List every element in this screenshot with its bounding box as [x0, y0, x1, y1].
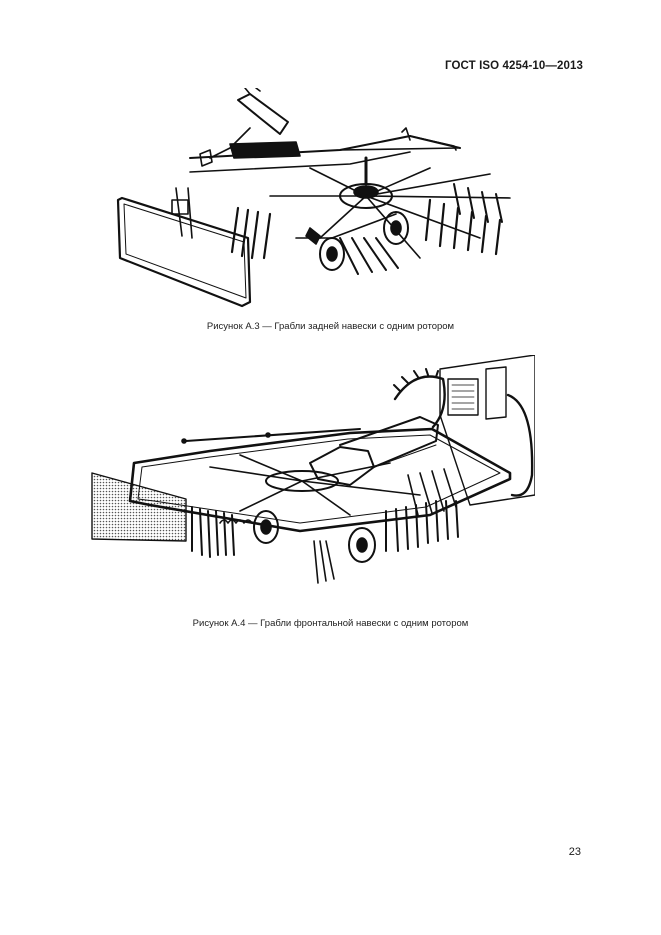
document-header: ГОСТ ISO 4254-10—2013 — [445, 60, 583, 72]
figure-a3-illustration — [110, 88, 530, 313]
figure-a3-caption: Рисунок А.3 — Грабли задней навески с од… — [206, 321, 455, 332]
page-number: 23 — [568, 846, 581, 858]
figure-a4-illustration — [90, 355, 535, 595]
figure-a4-caption: Рисунок А.4 — Грабли фронтальной навески… — [192, 618, 469, 629]
